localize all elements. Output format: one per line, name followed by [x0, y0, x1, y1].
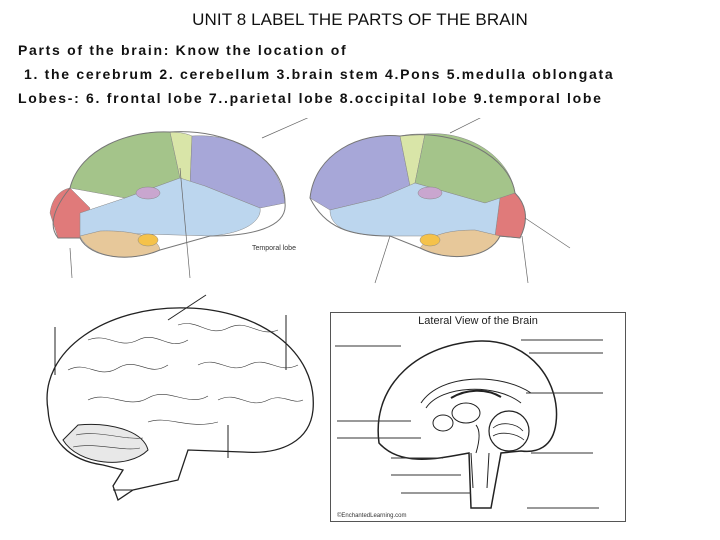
instructions-line-2: 1. the cerebrum 2. cerebellum 3.brain st… — [24, 66, 615, 82]
instructions-line-1: Parts of the brain: Know the location of — [18, 42, 348, 58]
page-title: UNIT 8 LABEL THE PARTS OF THE BRAIN — [192, 10, 528, 29]
colored-brain-svg — [49, 107, 571, 284]
brain-sketch-figure — [28, 290, 326, 528]
lateral-view-figure: Lateral View of the Brain ©EnchantedLear… — [330, 312, 626, 522]
thal-region — [135, 186, 161, 200]
pons-region — [419, 233, 441, 247]
brain-sketch-svg — [46, 294, 314, 502]
temporal-lobe-label: Temporal lobe — [252, 245, 296, 252]
copyright-credit: ©EnchantedLearning.com — [337, 513, 407, 519]
right-colored-brain — [309, 107, 571, 284]
instructions-line-3: Lobes-: 6. frontal lobe 7..parietal lobe… — [18, 90, 603, 106]
pons-region — [137, 233, 159, 247]
left-colored-brain — [49, 107, 331, 279]
lateral-view-svg — [335, 339, 603, 509]
colored-brain-figures: Temporal lobe — [30, 107, 670, 288]
thal-region — [417, 186, 443, 200]
lateral-view-title: Lateral View of the Brain — [418, 315, 538, 327]
